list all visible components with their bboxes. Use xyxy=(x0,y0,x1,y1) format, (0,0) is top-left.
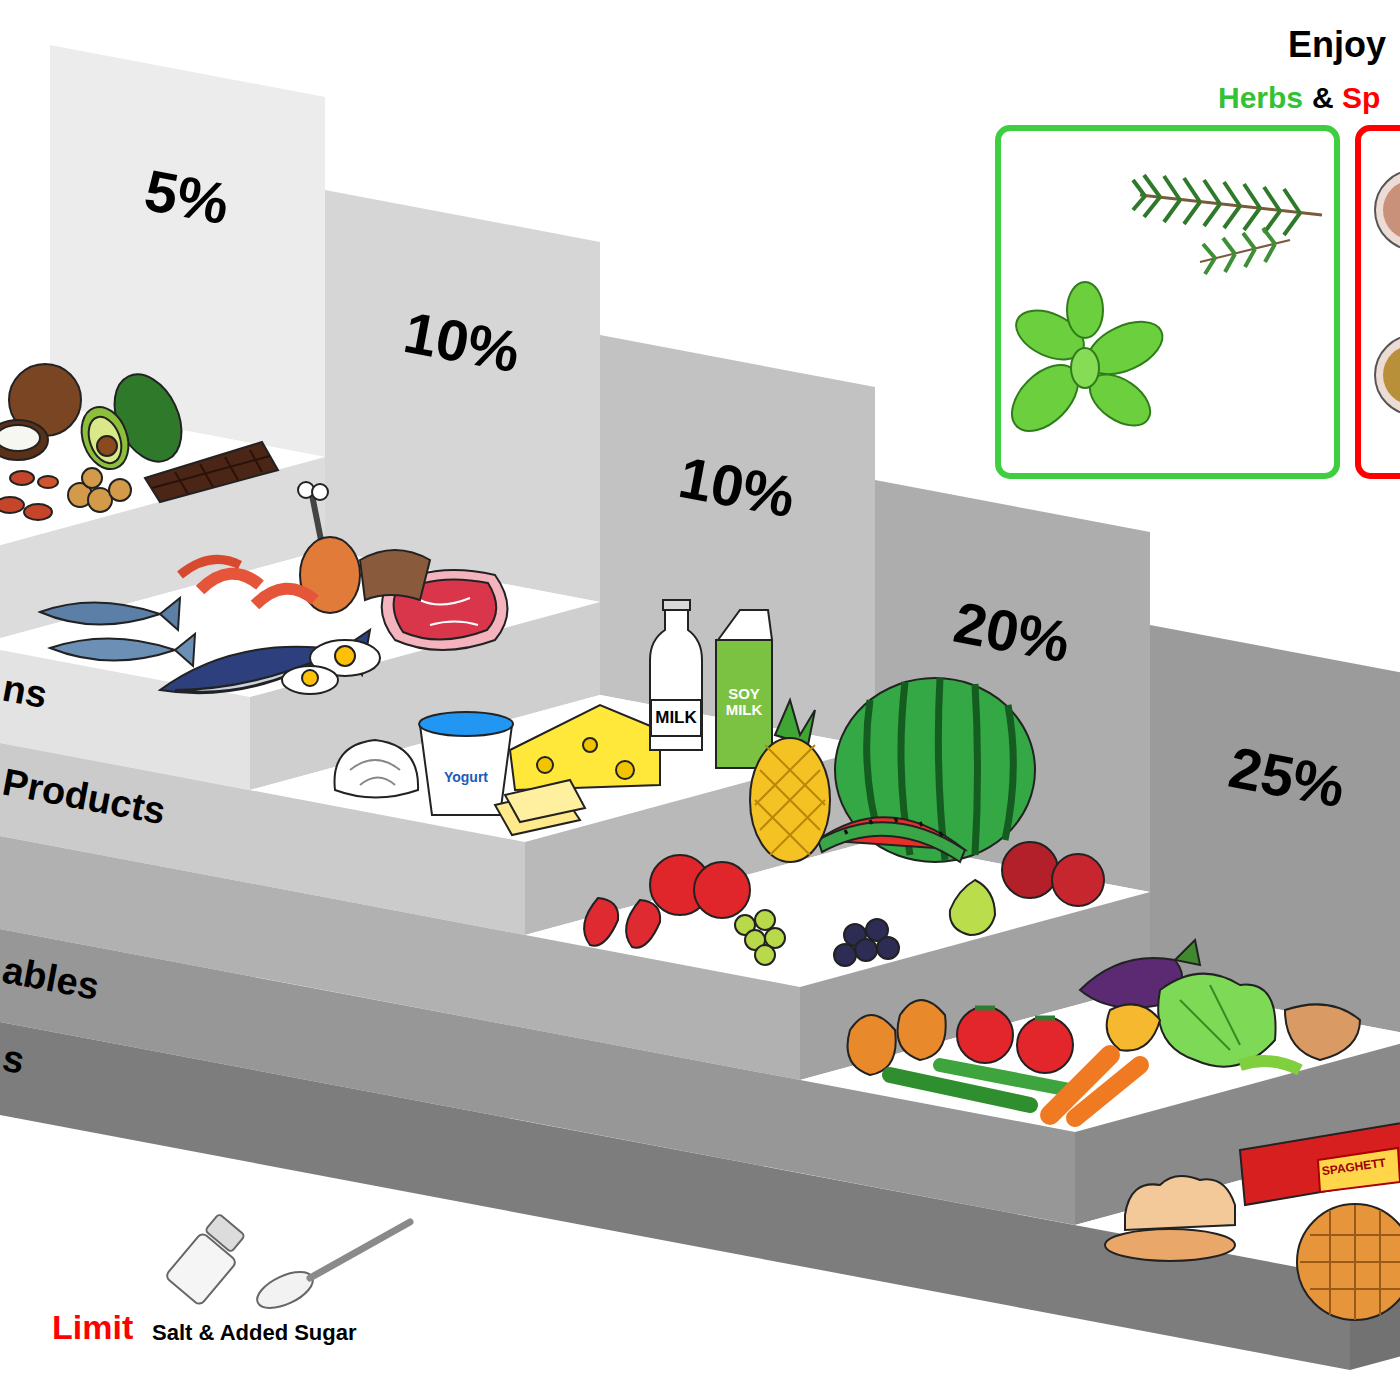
step-level xyxy=(0,335,875,935)
note-text: Limit xyxy=(52,1309,133,1346)
step-level xyxy=(0,1020,1400,1370)
herbs-box xyxy=(998,128,1337,476)
vegetable-foods xyxy=(848,940,1361,1118)
grain-foods xyxy=(1105,1120,1400,1320)
product-label: MILK xyxy=(655,709,697,728)
heading-joiner: & xyxy=(1312,81,1334,114)
step-level xyxy=(0,190,600,790)
protein-foods xyxy=(40,482,508,694)
step-level xyxy=(0,45,325,645)
product-label: Yogurt xyxy=(444,770,488,785)
heading-text: Enjoy xyxy=(1288,25,1386,65)
salt-sugar-icons xyxy=(165,1214,410,1316)
step-label: ns xyxy=(0,667,50,716)
product-label: SOY MILK xyxy=(721,686,767,718)
spices-box xyxy=(1358,128,1400,476)
spices-heading: Sp xyxy=(1342,81,1380,114)
fats-foods xyxy=(0,364,278,520)
dairy-foods xyxy=(335,600,773,835)
fruit-foods xyxy=(584,678,1104,966)
note-text: Salt & Added Sugar xyxy=(152,1321,357,1345)
herbs-heading: Herbs xyxy=(1218,81,1303,114)
